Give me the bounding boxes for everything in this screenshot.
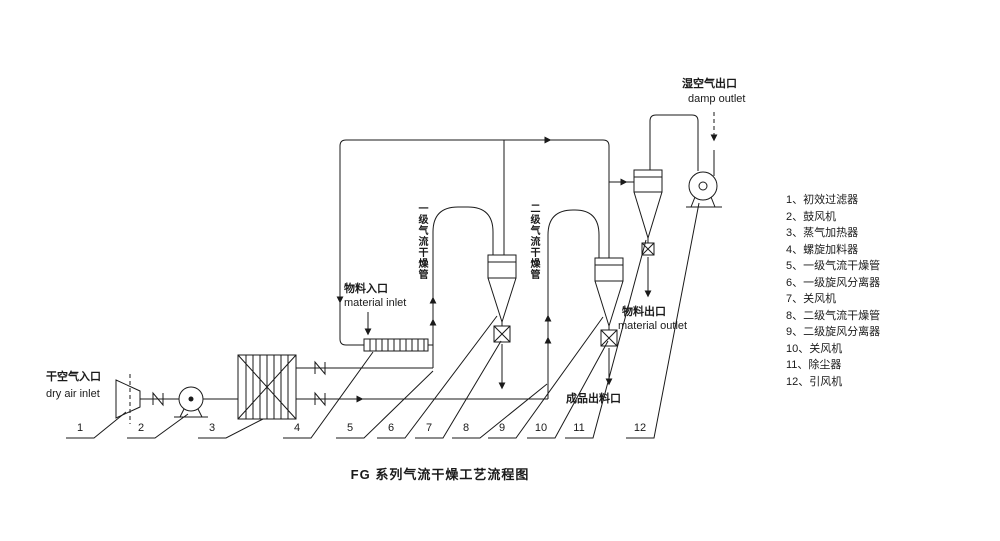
material-inlet-label-cn: 物料入口 — [344, 283, 388, 295]
cyclone2-symbol — [594, 257, 624, 330]
air-filter-symbol — [115, 374, 141, 424]
legend-item-6: 6、一级旋风分离器 — [786, 276, 881, 289]
callout-leaders — [66, 202, 700, 439]
callout-12: 12 — [633, 422, 647, 434]
legend-item-7: 7、关风机 — [786, 293, 837, 305]
legend-item-5: 5、一级气流干燥管 — [786, 260, 881, 272]
induced-draft-fan-symbol — [686, 171, 722, 208]
material-outlet-label-cn: 物料出口 — [622, 306, 666, 318]
legend-item-11: 11、除尘器 — [786, 359, 842, 371]
callout-8: 8 — [462, 422, 470, 434]
legend-item-2: 2、鼓风机 — [786, 210, 837, 223]
dry-air-inlet-label-cn: 干空气入口 — [46, 371, 101, 383]
legend-item-4: 4、螺旋加料器 — [786, 243, 859, 256]
airlock2-symbol — [600, 329, 618, 347]
callout-5: 5 — [346, 422, 354, 434]
callout-3: 3 — [208, 422, 216, 434]
dry-air-inlet-label-en: dry air inlet — [46, 388, 100, 400]
legend-item-9: 9、二级旋风分离器 — [786, 326, 881, 338]
callout-6: 6 — [387, 422, 395, 434]
screw-feeder-symbol — [363, 338, 429, 352]
flex-joint-icon — [152, 360, 326, 407]
cyclone1-symbol — [487, 254, 517, 326]
material-inlet-label-en: material inlet — [344, 297, 407, 309]
legend-item-10: 10、关风机 — [786, 342, 843, 355]
damp-outlet-label-en: damp outlet — [688, 93, 746, 105]
callout-7: 7 — [425, 422, 433, 434]
legend-item-12: 12、引风机 — [786, 375, 843, 388]
steam-heater-symbol — [237, 354, 297, 420]
stage1-drying-pipe-label: 一级气流干燥管 — [416, 203, 427, 280]
material-outlet-label-en: material outlet — [618, 320, 688, 332]
legend-item-8: 8、二级气流干燥管 — [786, 309, 881, 322]
diagram-title: FG 系列气流干燥工艺流程图 — [350, 467, 530, 482]
pipe-network — [140, 114, 715, 400]
callout-9: 9 — [498, 422, 506, 434]
legend: 1、初效过滤器 2、鼓风机 3、蒸气加热器 4、螺旋加料器 5、一级气流干燥管 … — [786, 192, 880, 390]
blower-symbol — [174, 386, 208, 418]
callout-2: 2 — [137, 422, 145, 434]
callout-1: 1 — [76, 422, 84, 434]
stage2-drying-pipe-label: 二级气流干燥管 — [528, 203, 539, 280]
legend-item-1: 1、初效过滤器 — [786, 194, 859, 206]
callout-11: 11 — [573, 422, 585, 434]
callout-10: 10 — [534, 422, 548, 434]
airlock1-symbol — [493, 325, 511, 343]
dust-collector-symbol — [633, 169, 663, 256]
product-outlet-label: 成品出料口 — [566, 393, 621, 405]
legend-item-3: 3、蒸气加热器 — [786, 227, 859, 239]
damp-outlet-label-cn: 湿空气出口 — [682, 78, 737, 90]
callout-4: 4 — [293, 422, 301, 434]
